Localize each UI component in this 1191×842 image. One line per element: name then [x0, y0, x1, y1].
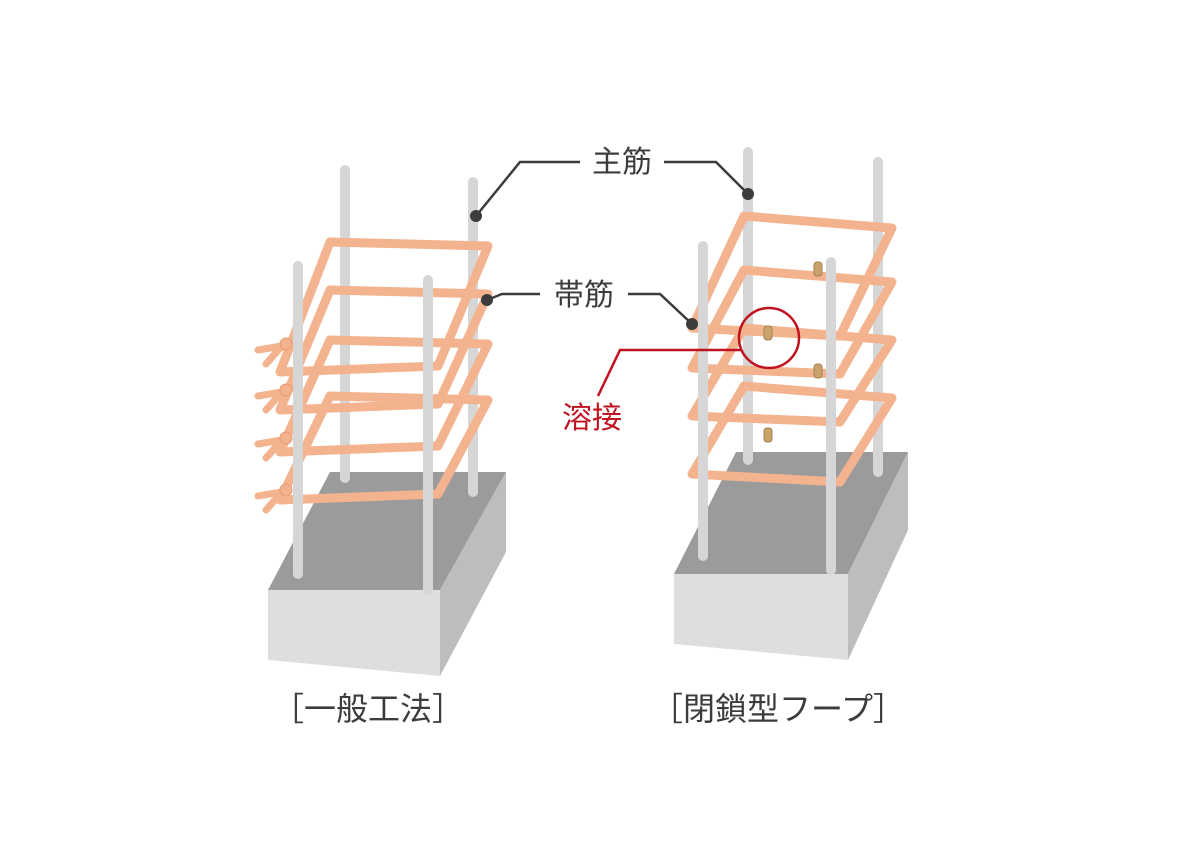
main-rebar-leader-right	[664, 160, 749, 195]
hoop-leader-left	[486, 292, 540, 302]
weld-point	[813, 261, 823, 277]
leader-dot	[742, 188, 754, 200]
right-weld-points	[763, 261, 823, 443]
weld-point	[813, 363, 823, 379]
weld-highlight-circle	[737, 306, 801, 370]
right-column-assembly	[674, 147, 908, 660]
weld-leader	[596, 348, 742, 397]
caption-closed-hoop: ［閉鎖型フープ］	[651, 690, 905, 728]
weld-point	[763, 427, 773, 443]
right-footing-front	[674, 574, 848, 660]
left-hoops	[275, 237, 493, 505]
left-hook-knots	[279, 337, 293, 497]
leader-dots	[470, 188, 754, 330]
right-footing-side	[848, 452, 908, 660]
label-main-rebar: 主筋	[592, 145, 652, 180]
hoop-leader-right	[628, 292, 693, 325]
left-column-assembly	[254, 165, 506, 676]
left-hoop-hooks	[254, 342, 286, 514]
left-footing-front	[268, 590, 440, 676]
main-rebar-leader-left	[475, 160, 580, 217]
leader-dot	[481, 294, 493, 306]
left-front-vertical-bars	[293, 261, 433, 595]
left-footing-side	[440, 472, 506, 676]
right-concrete-footing	[674, 452, 908, 660]
right-hoops	[687, 211, 897, 487]
weld-point	[763, 325, 773, 341]
leader-dot	[470, 210, 482, 222]
leader-dot	[686, 318, 698, 330]
label-hoop: 帯筋	[554, 278, 614, 313]
label-weld: 溶接	[562, 401, 622, 436]
right-footing-top	[674, 452, 908, 574]
right-front-vertical-bars	[698, 241, 836, 575]
caption-conventional-method: ［一般工法］	[272, 690, 464, 728]
